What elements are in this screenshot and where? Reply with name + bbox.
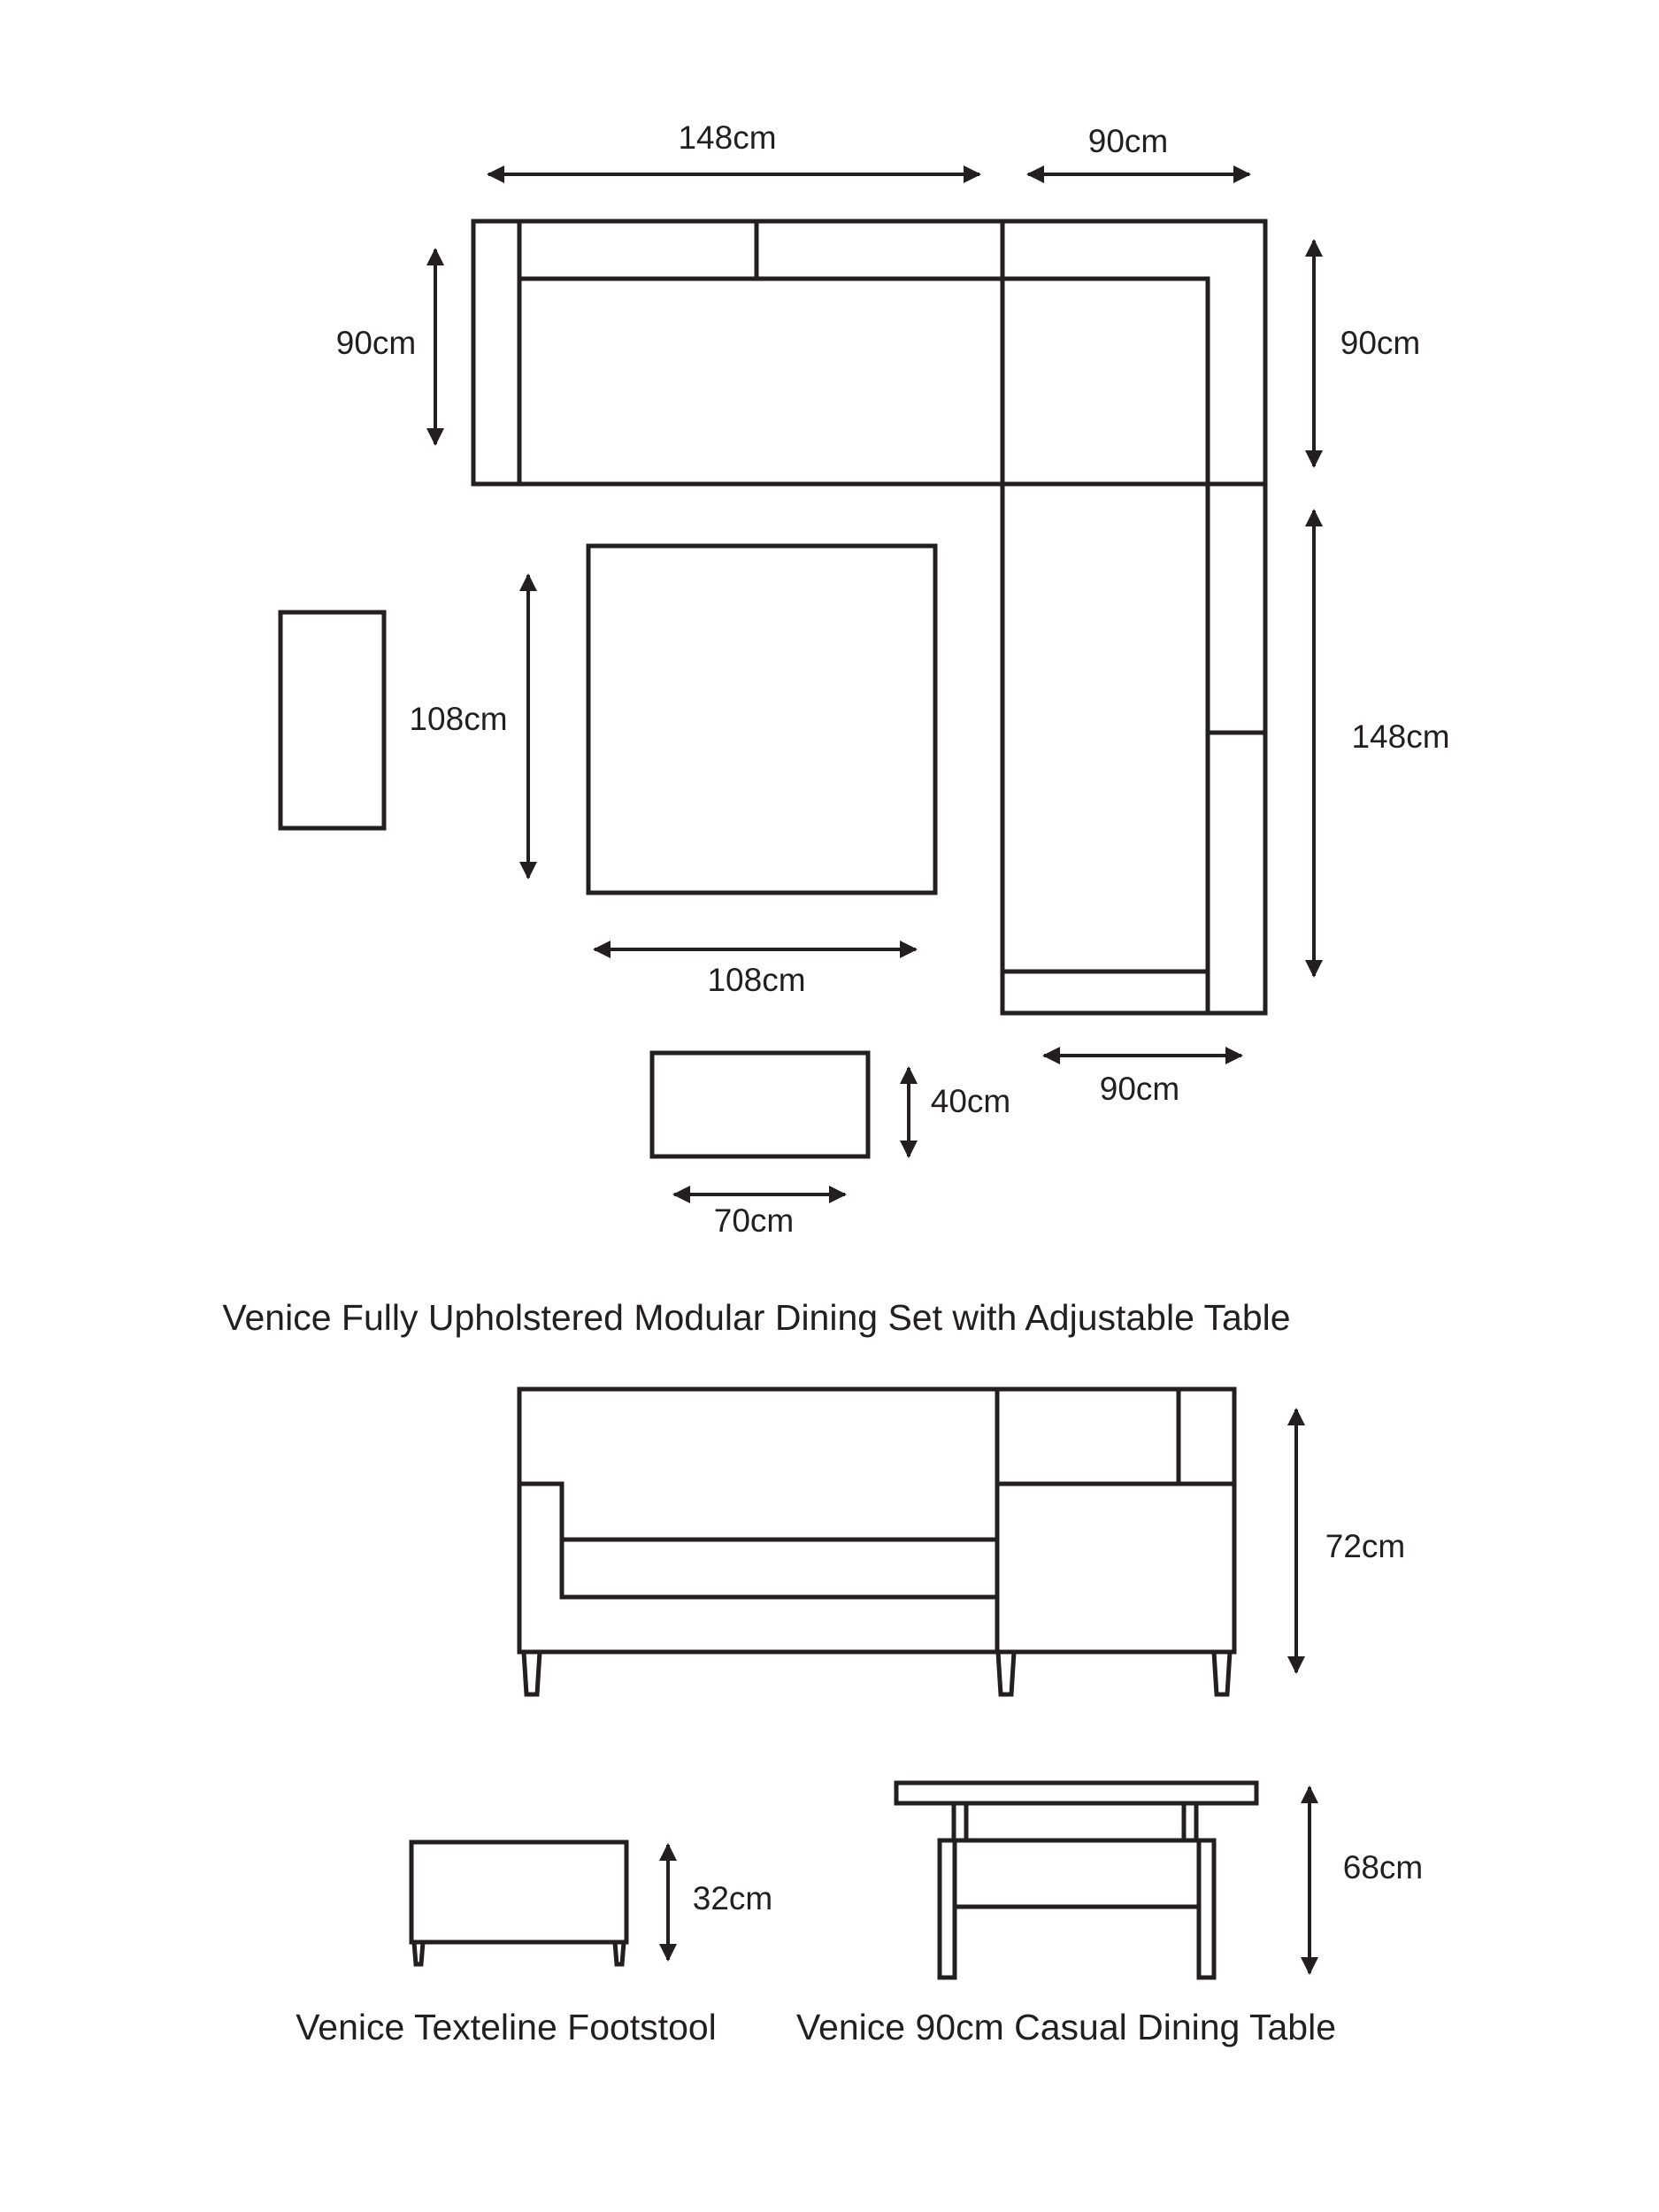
label-table-height: 68cm <box>1343 1849 1423 1886</box>
caption-dining-set: Venice Fully Upholstered Modular Dining … <box>222 1297 1290 1338</box>
caption-dining-table: Venice 90cm Casual Dining Table <box>796 2007 1336 2047</box>
label-table-width: 108cm <box>707 962 805 998</box>
footstool-plan-bottom <box>649 1050 871 1159</box>
side-module-plan <box>1000 481 1268 1016</box>
label-corner-width: 90cm <box>1088 123 1168 159</box>
table-plan <box>586 543 938 895</box>
label-stool-width: 70cm <box>714 1202 794 1239</box>
table-elevation: 68cm <box>894 1780 1423 1980</box>
label-table-depth: 108cm <box>409 701 507 737</box>
footstool-plan-left <box>278 610 387 831</box>
label-sofa-depth: 90cm <box>336 325 416 361</box>
label-side-width: 90cm <box>1100 1071 1179 1107</box>
plan-view: 148cm 90cm 90cm 90cm 108cm 108cm 148cm 9… <box>278 119 1450 1239</box>
label-sofa-width: 148cm <box>678 119 776 156</box>
sofa-module-plan <box>471 219 1005 487</box>
label-stool-depth: 40cm <box>931 1083 1010 1119</box>
label-side-length: 148cm <box>1351 718 1449 755</box>
label-corner-depth: 90cm <box>1340 325 1420 361</box>
sofa-elevation: 72cm <box>517 1386 1405 1697</box>
label-sofa-height: 72cm <box>1325 1528 1405 1564</box>
corner-module-plan <box>1000 219 1268 487</box>
footstool-elevation: 32cm <box>409 1839 772 1967</box>
label-footstool-height: 32cm <box>693 1880 772 1916</box>
caption-footstool: Venice Texteline Footstool <box>296 2007 717 2047</box>
